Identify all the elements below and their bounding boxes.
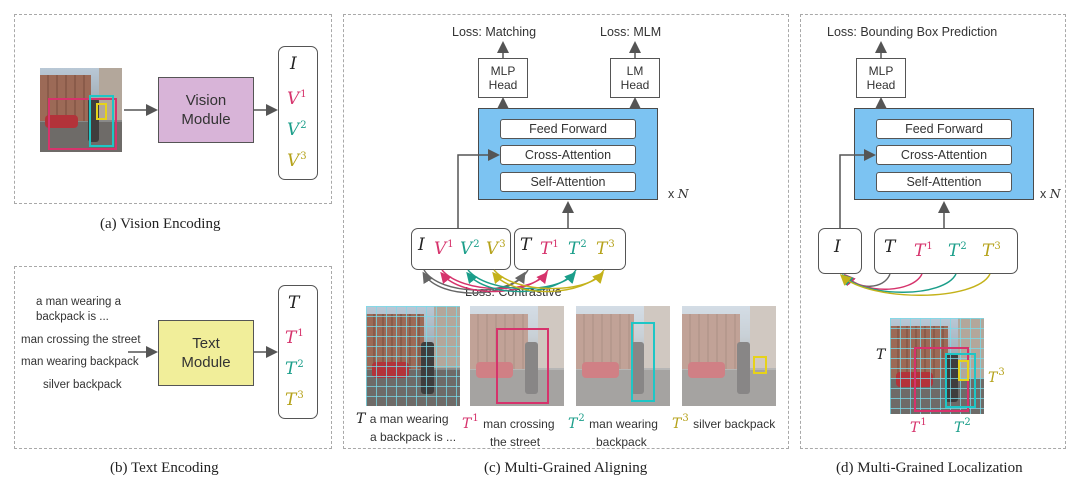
caption-b: (b) Text Encoding <box>110 460 219 476</box>
symbol-I: I <box>290 54 297 74</box>
photo-label-T1-d: T1 <box>910 417 927 436</box>
text-features-box <box>278 285 318 419</box>
localization-photo <box>890 318 984 414</box>
street-photo <box>40 68 122 152</box>
photo-label-T-d: T <box>876 347 886 363</box>
repeat-label-d: x N <box>1040 186 1061 201</box>
text-line-3: man crossing the street <box>21 334 141 346</box>
token-I-c: I <box>418 235 425 255</box>
token-V1-c: V1 <box>434 239 454 259</box>
region-box-teal-c <box>630 322 655 402</box>
photo-caption-3: T2 man wearing backpack <box>568 413 658 449</box>
arc-contrastive-V1-T1 <box>441 269 548 290</box>
region-box-pink-c <box>496 328 549 404</box>
arc-loc-T3 <box>839 273 991 296</box>
feed-forward-layer-c: Feed Forward <box>500 119 636 139</box>
symbol-V3: V3 <box>287 151 307 171</box>
region-box-yellow-c <box>753 356 767 374</box>
symbol-T2: T2 <box>285 359 304 379</box>
panel-multi-grained-localization <box>800 14 1066 449</box>
token-V3-c: V3 <box>486 239 506 259</box>
token-T2-c: T2 <box>568 239 587 259</box>
symbol-V2: V2 <box>287 120 307 140</box>
token-T-d: T <box>884 237 896 257</box>
text-module-line2: Module <box>181 354 231 371</box>
panel-vision-encoding <box>14 14 332 204</box>
cross-attention-layer-c: Cross-Attention <box>500 145 636 165</box>
arrow-image-to-cross-attn-d <box>839 149 876 228</box>
photo-caption-2: T1 man crossing the street <box>462 413 555 449</box>
arrow-vision-to-cross-attn-c <box>457 149 500 228</box>
token-T3-c: T3 <box>596 239 615 259</box>
token-V2-c: V2 <box>460 239 480 259</box>
vision-token-box-c <box>411 228 511 270</box>
self-attention-layer-d: Self-Attention <box>876 172 1012 192</box>
text-line-2: backpack is ... <box>36 311 109 323</box>
text-module-line1: Text <box>192 335 220 352</box>
aligning-photo-3 <box>576 306 670 406</box>
repeat-label-c: x N <box>668 186 689 201</box>
vision-features-box <box>278 46 318 180</box>
vision-module-line1: Vision <box>185 92 227 109</box>
token-T2-d: T2 <box>948 241 967 261</box>
text-line-4: man wearing backpack <box>21 356 139 368</box>
bbox-yellow-d <box>957 360 969 382</box>
token-T1-d: T1 <box>914 241 933 261</box>
aligning-photo-1 <box>366 306 460 406</box>
feed-forward-layer-d: Feed Forward <box>876 119 1012 139</box>
loss-matching-label: Loss: Matching <box>452 25 537 39</box>
text-line-5: silver backpack <box>43 379 122 391</box>
symbol-T1: T1 <box>285 328 304 348</box>
loss-mlm-label: Loss: MLM <box>600 25 662 39</box>
bbox-teal-d <box>944 352 977 409</box>
symbol-T3: T3 <box>285 390 304 410</box>
symbol-V1: V1 <box>287 89 307 109</box>
text-token-box-d <box>874 228 1018 274</box>
text-line-1: a man wearing a <box>36 296 122 308</box>
arc-loc-T <box>844 273 891 287</box>
cross-attention-layer-d: Cross-Attention <box>876 145 1012 165</box>
image-token-box-d <box>818 228 862 274</box>
panel-multi-grained-aligning <box>343 14 789 449</box>
arc-loc-T2 <box>842 273 957 293</box>
caption-d: (d) Multi-Grained Localization <box>836 460 1023 476</box>
photo-label-T3-d: T3 <box>988 367 1005 386</box>
self-attention-layer-c: Self-Attention <box>500 172 636 192</box>
token-T3-d: T3 <box>982 241 1001 261</box>
token-I-d: I <box>834 237 841 257</box>
panel-text-encoding <box>14 266 332 449</box>
region-box-teal <box>89 94 114 147</box>
caption-a: (a) Vision Encoding <box>100 216 221 232</box>
photo-label-T2-d: T2 <box>954 417 971 436</box>
loss-bbox-label: Loss: Bounding Box Prediction <box>827 25 998 39</box>
token-T1-c: T1 <box>540 239 559 259</box>
region-box-yellow <box>95 103 108 121</box>
photo-caption-4: T3 silver backpack <box>672 413 776 432</box>
aligning-photo-4 <box>682 306 776 406</box>
symbol-T: T <box>288 293 300 313</box>
photo-caption-1: T a man wearing a backpack is ... <box>356 411 457 444</box>
caption-c: (c) Multi-Grained Aligning <box>484 460 648 476</box>
text-token-box-c <box>514 228 626 270</box>
region-box-pink <box>48 98 118 151</box>
vision-module-line2: Module <box>181 111 231 128</box>
token-T-c: T <box>520 235 532 255</box>
arc-contrastive-V3-T3 <box>493 269 604 290</box>
aligning-photo-2 <box>470 306 564 406</box>
